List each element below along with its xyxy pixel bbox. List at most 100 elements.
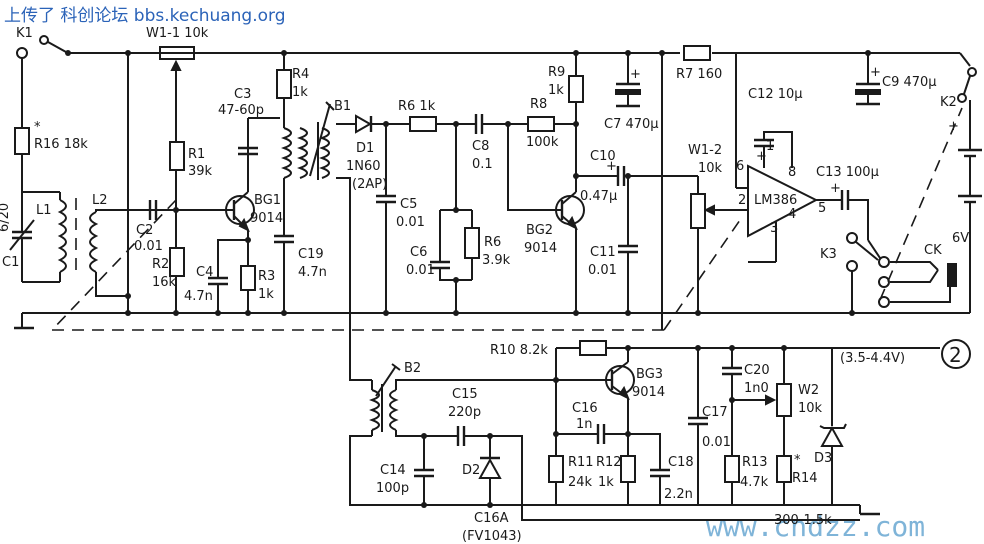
capacitor-c7: + C7 470μ — [604, 50, 659, 132]
resistor-r1: R1 39k — [169, 141, 213, 248]
svg-text:K3: K3 — [820, 247, 837, 262]
svg-text:4.7n: 4.7n — [298, 265, 327, 280]
svg-text:300-1.5k: 300-1.5k — [774, 513, 832, 528]
svg-text:3: 3 — [770, 221, 778, 236]
svg-text:1k: 1k — [258, 287, 274, 302]
svg-text:4: 4 — [788, 207, 796, 222]
svg-text:R11: R11 — [568, 455, 594, 470]
svg-text:BG1: BG1 — [254, 193, 281, 208]
svg-text:R2: R2 — [152, 257, 169, 272]
transformer-b1: B1 — [281, 99, 351, 236]
svg-text:C18: C18 — [668, 455, 694, 470]
svg-text:47-60p: 47-60p — [218, 103, 264, 118]
potentiometer-w1-2: W1-2 10k — [688, 143, 736, 316]
svg-text:+: + — [630, 67, 641, 82]
capacitor-c1: 6/20 C1 — [0, 191, 60, 283]
svg-text:LM386: LM386 — [754, 193, 797, 208]
capacitor-c14: C14 100p — [376, 433, 434, 508]
capacitor-c19: C19 4.7n — [274, 234, 327, 316]
svg-text:C7 470μ: C7 470μ — [604, 117, 659, 132]
svg-text:39k: 39k — [188, 164, 213, 179]
svg-text:B1: B1 — [334, 99, 351, 114]
potentiometer-w2: W2 10k — [776, 348, 823, 456]
svg-text:0.01: 0.01 — [406, 263, 435, 278]
svg-text:C2: C2 — [136, 223, 153, 238]
resistor-r6-shunt: R6 3.9k — [464, 210, 511, 280]
svg-text:C13 100μ: C13 100μ — [816, 165, 879, 180]
capacitor-c20: C20 1n0 — [722, 348, 777, 456]
svg-text:K2: K2 — [940, 95, 957, 110]
svg-text:R14: R14 — [792, 471, 818, 486]
svg-text:6/20: 6/20 — [0, 203, 12, 232]
capacitor-c12: + C12 10μ — [748, 87, 803, 168]
svg-text:R16 18k: R16 18k — [34, 137, 88, 152]
svg-text:BG2: BG2 — [526, 223, 553, 238]
capacitor-c13: + C13 100μ — [816, 165, 879, 240]
resistor-r4: R4 1k — [276, 50, 309, 118]
zener-d3: D3 (3.5-4.4V) — [814, 348, 905, 505]
svg-text:1n0: 1n0 — [744, 381, 769, 396]
svg-text:R7 160: R7 160 — [676, 67, 722, 82]
svg-text:2: 2 — [738, 193, 746, 208]
capacitor-c18: C18 2.2n — [650, 455, 694, 505]
svg-text:9014: 9014 — [524, 241, 557, 256]
svg-text:0.1: 0.1 — [472, 157, 493, 172]
svg-text:C3: C3 — [234, 87, 251, 102]
svg-text:+: + — [870, 65, 881, 80]
resistor-r16: * R16 18k — [14, 120, 88, 192]
svg-text:(2AP): (2AP) — [352, 177, 387, 192]
svg-text:R9: R9 — [548, 65, 565, 80]
svg-text:R10 8.2k: R10 8.2k — [490, 343, 548, 358]
varactor-d2: D2 C16A (FV1043) — [462, 436, 522, 544]
svg-text:C16A: C16A — [474, 511, 509, 526]
svg-text:C19: C19 — [298, 247, 324, 262]
figure-number: 2 — [941, 339, 971, 369]
svg-text:1k: 1k — [292, 85, 308, 100]
transistor-bg2: BG2 9014 — [507, 124, 585, 316]
lower-ground-symbol — [840, 504, 880, 516]
svg-text:R13: R13 — [742, 455, 768, 470]
svg-text:C12 10μ: C12 10μ — [748, 87, 803, 102]
svg-text:0.01: 0.01 — [134, 239, 163, 254]
svg-text:0.01: 0.01 — [702, 435, 731, 450]
svg-text:C6: C6 — [410, 245, 427, 260]
capacitor-c15: C15 220p — [448, 387, 860, 521]
svg-text:W2: W2 — [798, 383, 819, 398]
resistor-r2: R2 16k — [152, 247, 185, 316]
svg-text:100p: 100p — [376, 481, 409, 496]
svg-text:+: + — [606, 159, 617, 174]
svg-text:R6 1k: R6 1k — [398, 99, 436, 114]
site-header: 上传了 科创论坛 bbs.kechuang.org — [4, 6, 286, 26]
svg-text:8: 8 — [788, 165, 796, 180]
svg-text:L2: L2 — [92, 193, 108, 208]
capacitor-c10: + C10 0.47μ — [573, 149, 698, 204]
svg-text:4.7k: 4.7k — [740, 475, 769, 490]
coil-l2: L2 — [89, 193, 180, 297]
svg-text:R8: R8 — [530, 97, 547, 112]
svg-text:L1: L1 — [36, 203, 52, 218]
transformer-b2: B2 — [349, 361, 556, 506]
svg-text:24k: 24k — [568, 475, 593, 490]
svg-text:B2: B2 — [404, 361, 421, 376]
svg-text:3.9k: 3.9k — [482, 253, 511, 268]
svg-text:CK: CK — [924, 243, 942, 258]
capacitor-c17: C17 0.01 — [688, 348, 731, 505]
svg-text:1: 1 — [766, 139, 774, 154]
svg-text:C17: C17 — [702, 405, 728, 420]
svg-text:4.7n: 4.7n — [184, 289, 213, 304]
capacitor-c4: C4 4.7n — [184, 237, 251, 316]
svg-text:R12: R12 — [596, 455, 622, 470]
svg-text:C20: C20 — [744, 363, 770, 378]
svg-text:220p: 220p — [448, 405, 481, 420]
capacitor-c16: C16 1n — [553, 401, 661, 470]
svg-text:D3: D3 — [814, 451, 832, 466]
svg-text:(FV1043): (FV1043) — [462, 529, 522, 544]
svg-text:1n: 1n — [576, 417, 593, 432]
svg-text:W1-1 10k: W1-1 10k — [146, 26, 209, 41]
transistor-bg1: BG1 9014 — [180, 150, 283, 266]
svg-text:1k: 1k — [598, 475, 614, 490]
potentiometer-w1-1: W1-1 10k — [146, 26, 209, 142]
svg-text:9014: 9014 — [632, 385, 665, 400]
svg-text:10k: 10k — [798, 401, 823, 416]
svg-text:10k: 10k — [698, 161, 723, 176]
